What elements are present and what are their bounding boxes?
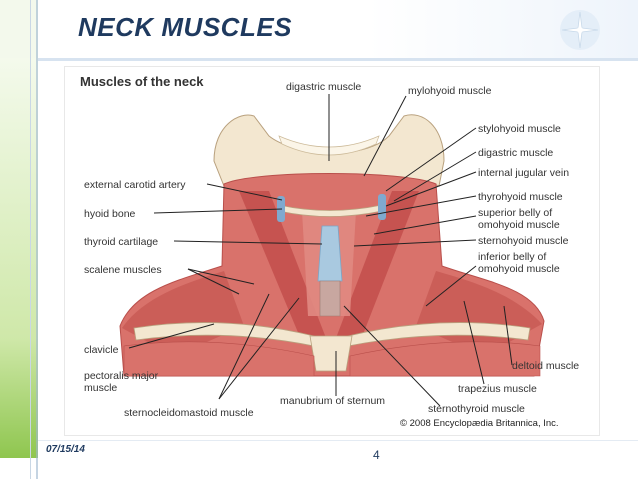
left-strip-line [30,0,31,479]
label-external-carotid-artery: external carotid artery [84,179,186,191]
label-sternohyoid-muscle: sternohyoid muscle [478,235,569,247]
teeth [278,135,380,156]
label-thyrohyoid-muscle: thyrohyoid muscle [478,191,563,203]
thyroid-cartilage [317,225,343,282]
label-trapezius-muscle: trapezius muscle [458,383,537,395]
sternocleidomastoid-left [239,191,326,342]
manubrium [309,335,353,372]
label-thyroid-cartilage: thyroid cartilage [84,236,158,248]
header-rule [38,58,638,61]
copyright-notice: © 2008 Encyclopædia Britannica, Inc. [400,418,559,429]
slide-title: NECK MUSCLES [78,12,293,42]
label-inferior-belly: inferior belly of [478,251,546,263]
label-superior-belly-omohyoid: omohyoid muscle [478,219,560,231]
left-strip-gradient [0,58,38,458]
label-digastric-muscle-right: digastric muscle [478,147,553,159]
footer-date: 07/15/14 [46,444,85,455]
pectoralis-major-right [349,341,541,377]
left-strip-border [36,0,38,479]
sparkle-decoration-icon [560,10,600,50]
label-inferior-belly-omohyoid: omohyoid muscle [478,263,560,275]
label-pectoralis-major: pectoralis major [84,370,159,382]
pectoralis-major [123,341,315,377]
diagram-title: Muscles of the neck [80,74,204,89]
label-sternothyroid-muscle: sternothyroid muscle [428,403,525,415]
label-clavicle: clavicle [84,344,119,356]
page-number: 4 [373,448,380,462]
footer-rule [38,440,638,441]
label-superior-belly: superior belly of [478,207,552,219]
label-stylohyoid-muscle: stylohyoid muscle [478,123,561,135]
left-strip-top [0,0,38,58]
label-pectoralis-major-muscle: muscle [84,382,117,394]
internal-jugular-vein-right [378,194,386,220]
label-manubrium-of-sternum: manubrium of sternum [280,395,385,407]
trachea [319,280,341,317]
neck-muscle-diagram: digastric muscle mylohyoid muscle extern… [84,81,579,419]
label-mylohyoid-muscle: mylohyoid muscle [408,85,492,97]
label-digastric-muscle-top: digastric muscle [286,81,361,93]
label-hyoid-bone: hyoid bone [84,208,136,220]
sternocleidomastoid-right [336,191,419,342]
label-internal-jugular-vein: internal jugular vein [478,167,569,179]
header-band [38,0,638,58]
leader-lines [128,94,513,407]
label-sternocleidomastoid-muscle: sternocleidomastoid muscle [124,407,254,419]
label-scalene-muscles: scalene muscles [84,264,162,276]
label-deltoid-muscle: deltoid muscle [512,360,579,372]
